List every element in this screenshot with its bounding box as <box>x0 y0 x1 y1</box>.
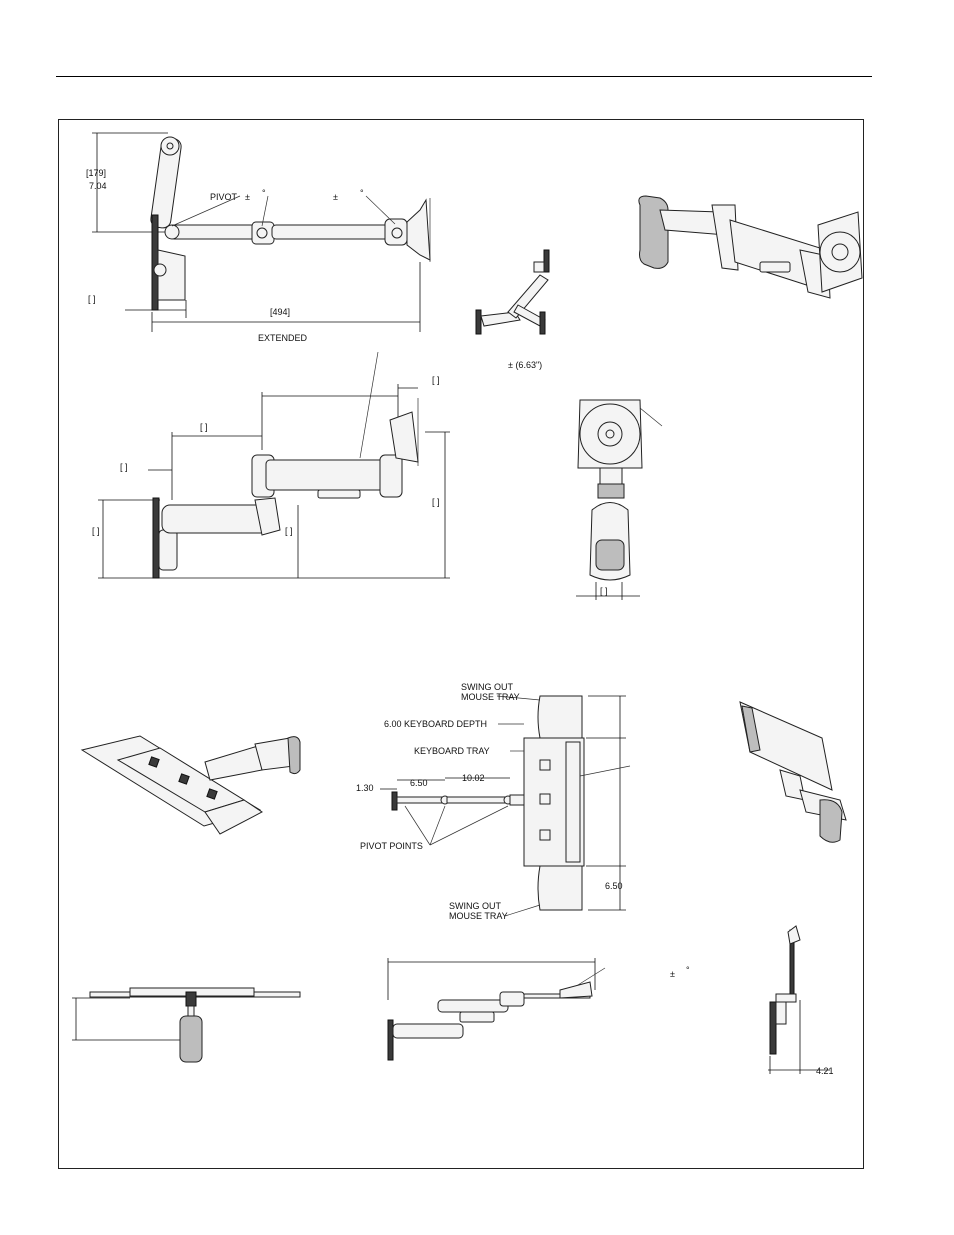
monitor-mount-front-view: [ ] <box>576 399 663 600</box>
keyboard-tray-top-view: SWING OUT MOUSE TRAY 6.00 KEYBOARD DEPTH… <box>356 682 631 921</box>
angle-label: ± (6.63") <box>508 360 542 370</box>
keyboard-tray-side-view: ± ° <box>387 958 690 1061</box>
monitor-arm-top-view: [ ] [ ] [ ] [ ] [ ] [ ] <box>92 351 450 579</box>
svg-text:[ ]: [ ] <box>88 294 96 304</box>
extended-label: EXTENDED <box>258 333 308 343</box>
dim-494: [494] <box>270 307 290 317</box>
keyboard-tray-rear-iso <box>739 701 847 843</box>
svg-text:°: ° <box>360 188 364 198</box>
svg-text:[ ]: [ ] <box>200 422 208 432</box>
svg-text:[ ]: [ ] <box>432 375 440 385</box>
svg-text:°: ° <box>686 965 690 975</box>
dim-421: 4.21 <box>816 1066 834 1076</box>
dim-130: 1.30 <box>356 783 374 793</box>
svg-text:±: ± <box>670 969 675 979</box>
swing-out-bot-2: MOUSE TRAY <box>449 911 508 921</box>
svg-text:[ ]: [ ] <box>120 462 128 472</box>
kb-tray-label: KEYBOARD TRAY <box>414 746 490 756</box>
svg-text:[ ]: [ ] <box>432 497 440 507</box>
swing-out-top-2: MOUSE TRAY <box>461 692 520 702</box>
pivot-label: PIVOT <box>210 192 238 202</box>
swing-out-bot-1: SWING OUT <box>449 901 501 911</box>
drawing-frame <box>58 119 864 1169</box>
svg-text:[ ]: [ ] <box>92 526 100 536</box>
swing-out-top-1: SWING OUT <box>461 682 513 692</box>
keyboard-tray-profile-view: 4.21 <box>768 925 834 1076</box>
dim-704: 7.04 <box>89 181 107 191</box>
kb-depth-label: 6.00 KEYBOARD DEPTH <box>384 719 487 729</box>
svg-text:[ ]: [ ] <box>285 526 293 536</box>
svg-text:[ ]: [ ] <box>600 586 608 596</box>
svg-text:±: ± <box>333 192 338 202</box>
monitor-arm-iso <box>638 195 863 299</box>
dim-650a: 6.50 <box>410 778 428 788</box>
header-rule <box>56 76 872 77</box>
keyboard-tray-iso <box>80 735 301 835</box>
monitor-arm-folded-iso: ± (6.63") <box>475 249 550 370</box>
dim-179: [179] <box>86 168 106 178</box>
monitor-arm-side-view: [179] 7.04 PIVOT ± ° ± ° [ ] [494] <box>86 132 431 343</box>
svg-text:±: ± <box>245 192 250 202</box>
dim-1002: 10.02 <box>462 773 485 783</box>
svg-text:°: ° <box>262 188 266 198</box>
keyboard-tray-front-view <box>72 987 301 1063</box>
dim-650b: 6.50 <box>605 881 623 891</box>
pivot-points-label: PIVOT POINTS <box>360 841 423 851</box>
